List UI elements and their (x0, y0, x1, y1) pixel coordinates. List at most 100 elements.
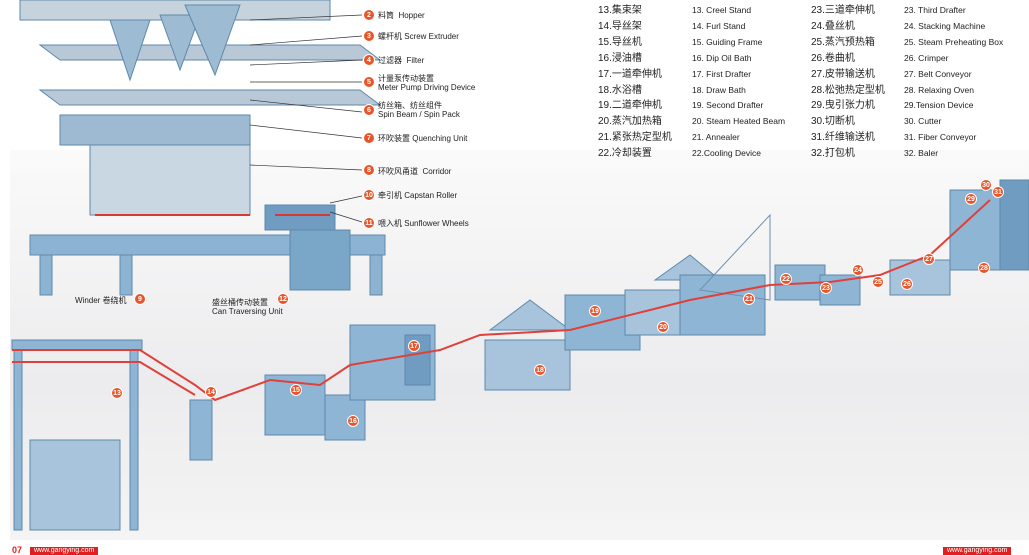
callout-en: Can Traversing Unit (212, 307, 283, 316)
legend-item: 31.纤维输送机 (811, 132, 875, 144)
legend-item: 20.蒸汽加热箱 (598, 116, 662, 128)
footer-url-right[interactable]: www.gangying.com (943, 547, 1012, 555)
line-marker: 22 (780, 273, 792, 285)
callout-zh: 环吹装置 (378, 134, 410, 143)
callout-label: 环吹风甬道 Corridor (378, 167, 451, 176)
legend-item: 32.打包机 (811, 148, 855, 160)
callout-zh: 计量泵传动装置 (378, 74, 434, 83)
callout-zh: 盛丝桶传动装置 (212, 298, 268, 307)
legend-item: 29.Tension Device (904, 100, 974, 111)
legend-item: 27.皮带输送机 (811, 68, 875, 80)
legend-item: 19. Second Drafter (692, 100, 764, 111)
legend-item: 23. Third Drafter (904, 5, 966, 15)
callout-marker: 5 (363, 76, 375, 88)
callout-marker: 11 (363, 217, 375, 229)
callout-label: 环吹装置 Quenching Unit (378, 134, 467, 143)
line-marker: 19 (589, 305, 601, 317)
line-marker: 29 (965, 193, 977, 205)
callout-label: 螺杆机 Screw Extruder (378, 32, 459, 41)
line-marker: 20 (657, 321, 669, 333)
legend-item: 21.紧张热定型机 (598, 132, 672, 144)
legend-item: 14.导丝架 (598, 20, 642, 32)
page-number: 07 (12, 545, 23, 555)
line-marker: 17 (408, 340, 420, 352)
callout-en: Quenching Unit (412, 134, 468, 143)
spinning-unit (19, 0, 386, 296)
legend-item: 15.导丝机 (598, 36, 642, 48)
legend-item: 18. Draw Bath (692, 84, 746, 95)
legend-item: 26.卷曲机 (811, 52, 855, 64)
callout-zh: 环吹风甬道 (378, 167, 418, 176)
callout-marker: 8 (363, 164, 375, 176)
legend-item: 32. Baler (904, 148, 939, 159)
callout-en: Screw Extruder (404, 32, 459, 41)
callout-en: Corridor (422, 167, 452, 176)
legend-item: 26. Crimper (904, 52, 949, 63)
legend-en-col2: 23. Third Drafter 24. Stacking Machine 25.… (904, 3, 1003, 162)
footer-url-left[interactable]: www.gangying.com (30, 547, 99, 555)
legend-item: 28.松弛热定型机 (811, 84, 885, 96)
line-marker: 28 (978, 262, 990, 274)
legend-item: 22.冷却装置 (598, 148, 652, 160)
line-marker: 25 (872, 276, 884, 288)
legend-item: 23.三道牵伸机 (811, 5, 875, 16)
legend-item: 17.一道牵伸机 (598, 68, 662, 80)
legend-item: 30.切断机 (811, 116, 855, 128)
callout-marker: 4 (363, 54, 375, 66)
callout-zh: 料筒 (378, 11, 394, 20)
callout-label: 牵引机 Capstan Roller (378, 191, 457, 200)
callout-marker: 12 (277, 293, 289, 305)
legend-item: 22.Cooling Device (692, 148, 761, 159)
line-marker: 27 (923, 253, 935, 265)
callout-en: Spin Beam / Spin Pack (378, 110, 460, 119)
line-marker: 23 (820, 282, 832, 294)
legend-item: 13. Creel Stand (692, 5, 752, 15)
legend-item: 24. Stacking Machine (904, 20, 986, 31)
legend-item: 18.水浴槽 (598, 84, 642, 96)
callout-zh: 螺杆机 (378, 32, 402, 41)
callout-zh: 过滤器 (378, 56, 402, 65)
line-marker: 24 (852, 264, 864, 276)
legend-item: 13.集束架 (598, 5, 642, 16)
legend-item: 21. Annealer (692, 132, 740, 143)
winder-label: Winder 卷绕机 (75, 296, 127, 305)
line-marker: 14 (205, 386, 217, 398)
callout-marker: 6 (363, 104, 375, 116)
line-marker: 13 (111, 387, 123, 399)
callout-en: Filter (406, 56, 425, 65)
callout-en: Meter Pump Driving Device (378, 83, 476, 92)
legend-item: 20. Steam Heated Beam (692, 116, 786, 127)
callout-marker: 2 (363, 9, 375, 21)
callout-label: 喂入机 Sunflower Wheels (378, 219, 469, 228)
legend-item: 30. Cutter (904, 116, 942, 127)
callout-zh: 纺丝箱、纺丝组件 (378, 101, 442, 110)
callout-zh: 喂入机 (378, 219, 402, 228)
callout-marker: 7 (363, 132, 375, 144)
legend-item: 27. Belt Conveyor (904, 68, 972, 79)
legend-item: 19.二道牵伸机 (598, 100, 662, 112)
line-marker: 26 (901, 278, 913, 290)
line-marker: 30 (980, 179, 992, 191)
callout-marker: 9 (134, 293, 146, 305)
legend-item: 17. First Drafter (692, 68, 752, 79)
callout-zh: 牵引机 (378, 191, 402, 200)
callout-en: Hopper (398, 11, 425, 20)
callout-marker: 3 (363, 30, 375, 42)
callout-en: Sunflower Wheels (404, 219, 469, 228)
legend-item: 29.曳引张力机 (811, 100, 875, 112)
line-marker: 15 (290, 384, 302, 396)
line-marker: 21 (743, 293, 755, 305)
legend-item: 15. Guiding Frame (692, 36, 763, 47)
line-marker: 18 (534, 364, 546, 376)
legend-item: 31. Fiber Conveyor (904, 132, 977, 143)
legend-item: 25. Steam Preheating Box (904, 36, 1004, 47)
legend-item: 28. Relaxing Oven (904, 84, 974, 95)
callout-en: Capstan Roller (404, 191, 458, 200)
